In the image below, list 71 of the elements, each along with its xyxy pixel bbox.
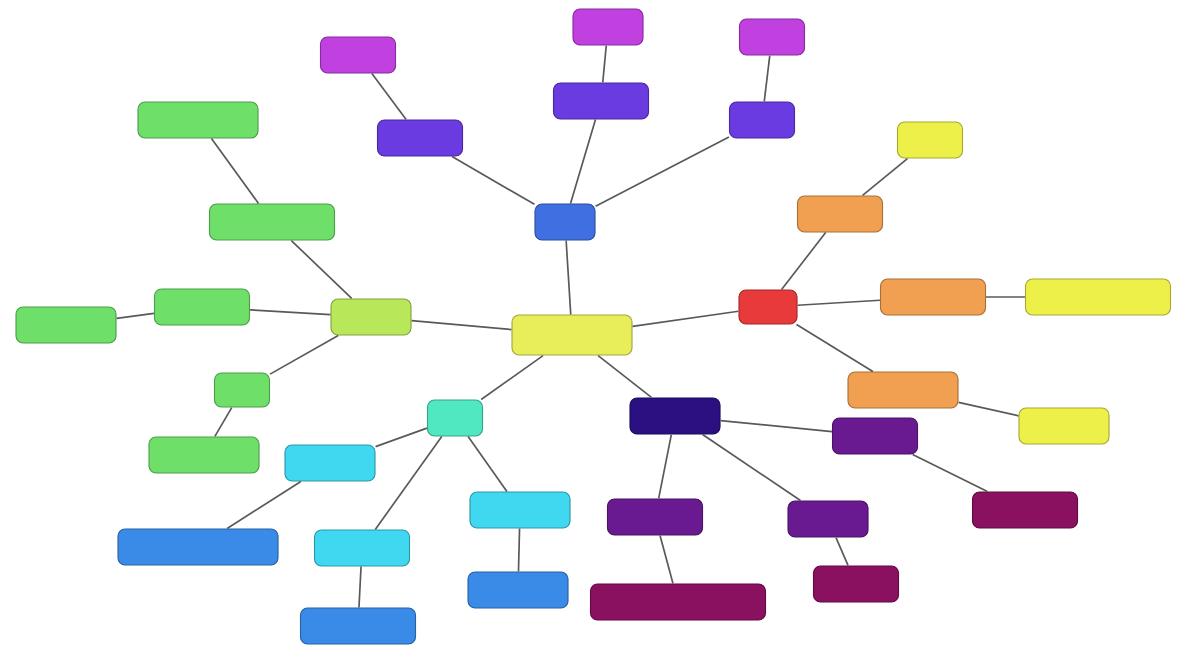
rounded-box	[552, 82, 650, 120]
connector-line	[569, 118, 597, 205]
rounded-box	[831, 417, 919, 455]
connector-line	[985, 296, 1026, 298]
rounded-box	[606, 498, 704, 536]
connector-line	[780, 231, 827, 291]
rounded-box	[469, 491, 571, 529]
rounded-box	[847, 371, 959, 409]
rounded-box	[313, 529, 411, 567]
rounded-box	[319, 36, 397, 74]
connector-line	[597, 354, 653, 399]
connector-line	[565, 239, 572, 316]
rounded-box	[213, 372, 271, 408]
connector-line	[719, 419, 833, 433]
rounded-box	[426, 399, 484, 437]
connector-line	[269, 334, 340, 375]
connector-line	[517, 527, 521, 573]
connector-line	[594, 136, 730, 208]
rounded-box	[208, 203, 336, 241]
connector-line	[410, 319, 513, 331]
connector-line	[701, 433, 802, 502]
rounded-box	[376, 119, 464, 157]
connector-line	[249, 309, 332, 316]
rounded-box	[787, 500, 869, 538]
rounded-box	[117, 528, 279, 566]
connector-line	[451, 155, 536, 206]
rounded-box	[971, 491, 1079, 529]
rounded-box	[467, 571, 569, 609]
connector-line	[835, 536, 849, 567]
rounded-box	[153, 288, 251, 326]
rounded-box	[534, 203, 596, 241]
connector-line	[358, 565, 362, 609]
connector-line	[210, 137, 260, 205]
connector-line	[374, 427, 428, 448]
connector-line	[214, 406, 233, 438]
rounded-box	[284, 444, 376, 482]
rounded-box	[1024, 278, 1172, 316]
rounded-box	[629, 397, 721, 435]
connector-line	[371, 72, 407, 121]
rounded-box	[137, 101, 259, 139]
connector-line	[957, 401, 1020, 417]
rounded-box	[812, 565, 900, 603]
rounded-box	[1018, 407, 1110, 445]
connector-line	[795, 323, 874, 373]
connector-line	[631, 310, 740, 328]
rounded-box	[738, 18, 806, 56]
connector-line	[796, 299, 881, 307]
rounded-box	[879, 278, 987, 316]
rounded-box	[896, 121, 964, 159]
connector-line	[911, 453, 989, 493]
connector-line	[763, 54, 771, 103]
connector-line	[659, 534, 674, 585]
rounded-box	[148, 436, 260, 474]
rounded-box	[796, 195, 884, 233]
rounded-box	[572, 8, 644, 46]
connector-line	[115, 312, 155, 320]
connector-line	[480, 354, 544, 401]
connector-line	[226, 480, 302, 530]
rounded-box	[330, 298, 412, 336]
connector-line	[601, 44, 608, 84]
rounded-box	[15, 306, 117, 344]
connector-line	[290, 239, 353, 300]
connector-line	[657, 433, 673, 500]
rounded-box	[511, 314, 633, 356]
connector-line	[374, 435, 443, 531]
rounded-box	[738, 289, 798, 325]
rounded-box	[589, 583, 767, 621]
connector-line	[861, 157, 909, 197]
connector-line	[467, 435, 508, 493]
rounded-box	[728, 101, 796, 139]
rounded-box	[299, 607, 417, 645]
